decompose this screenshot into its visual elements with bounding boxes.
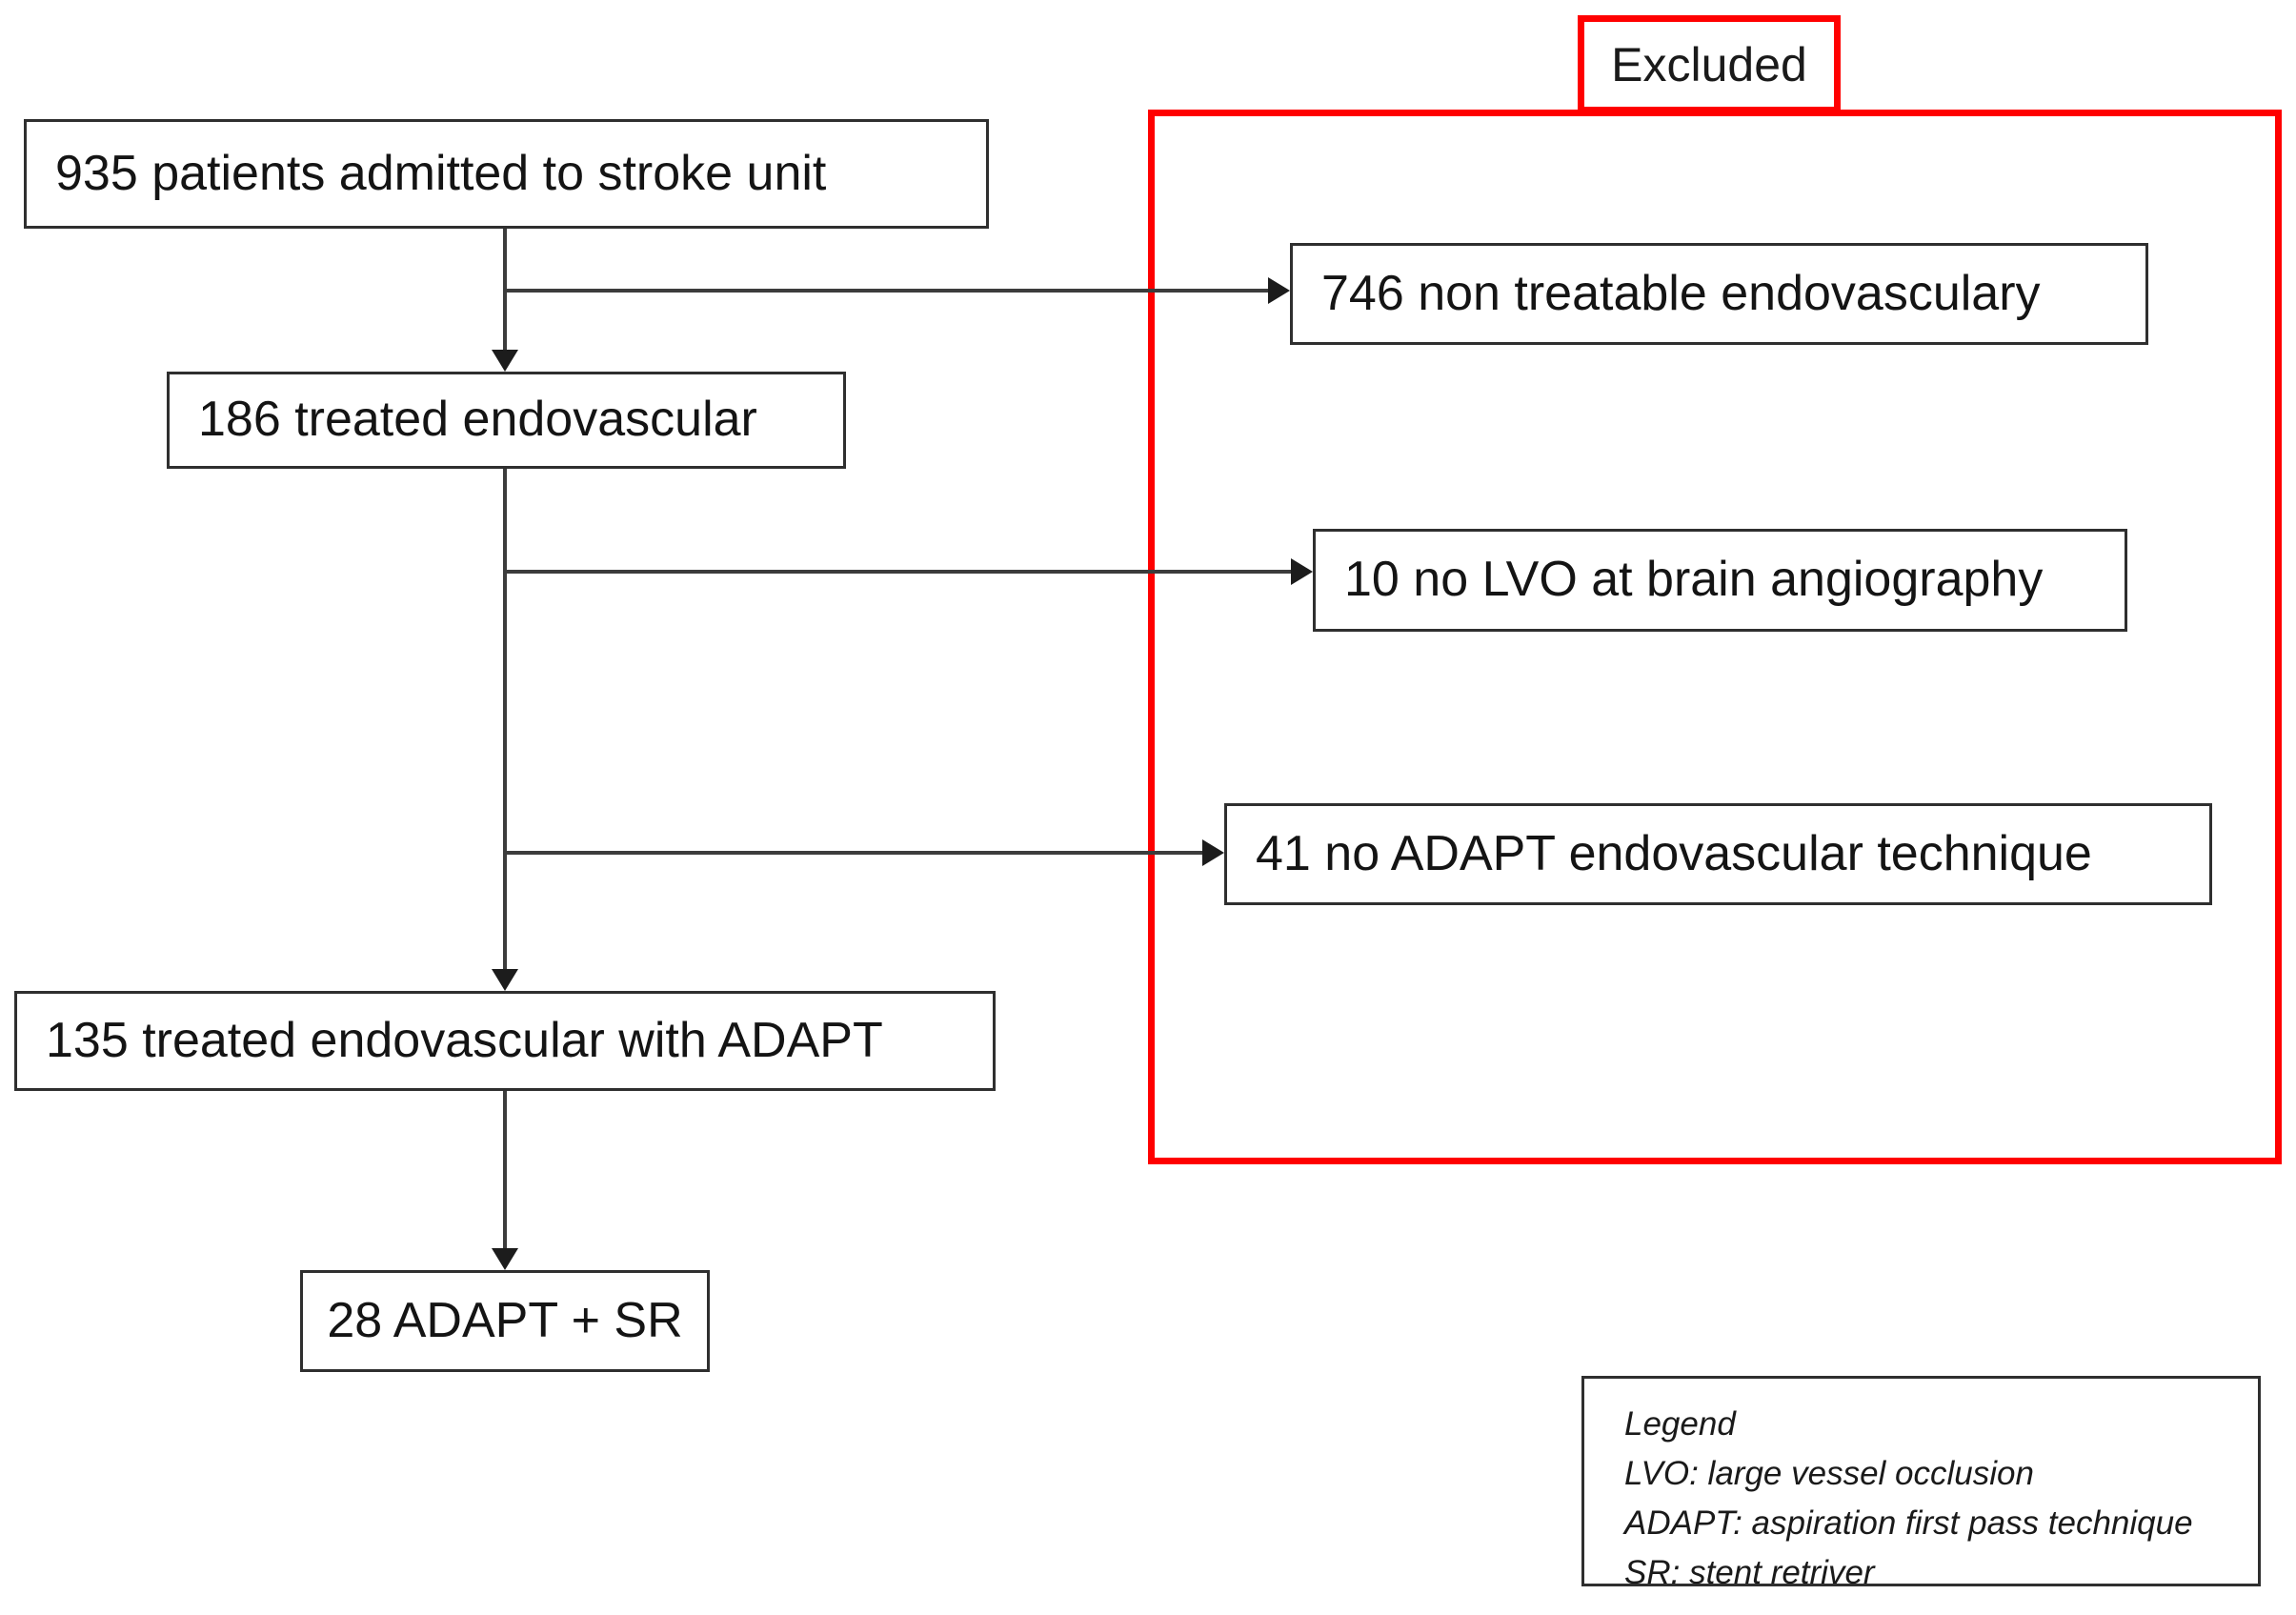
excluded-box-no-adapt-technique: 41 no ADAPT endovascular technique — [1224, 803, 2212, 905]
flow-box-adapt-plus-sr-label: 28 ADAPT + SR — [327, 1292, 683, 1348]
flow-box-treated-with-adapt-label: 135 treated endovascular with ADAPT — [46, 1012, 883, 1068]
excluded-group-outline — [1148, 110, 2282, 1164]
connector-to-no-adapt — [505, 851, 1203, 855]
excluded-box-no-lvo-label: 10 no LVO at brain angiography — [1344, 552, 2044, 608]
flow-box-admitted-label: 935 patients admitted to stroke unit — [55, 145, 827, 201]
arrowhead-right-no-lvo-icon — [1291, 558, 1313, 585]
excluded-box-no-lvo: 10 no LVO at brain angiography — [1313, 529, 2127, 632]
legend-entry-lvo: LVO: large vessel occlusion — [1624, 1455, 2034, 1492]
legend-box: Legend LVO: large vessel occlusion ADAPT… — [1581, 1376, 2261, 1591]
arrowhead-right-no-adapt-icon — [1202, 839, 1224, 866]
arrowhead-down-adapt-icon — [492, 969, 518, 991]
excluded-title-label: Excluded — [1611, 37, 1807, 91]
connector-to-no-lvo — [505, 570, 1292, 574]
connector-treated-to-adapt — [503, 469, 507, 972]
excluded-box-no-adapt-technique-label: 41 no ADAPT endovascular technique — [1256, 825, 2092, 881]
legend-title: Legend — [1624, 1405, 1736, 1443]
flow-box-admitted: 935 patients admitted to stroke unit — [24, 119, 989, 229]
arrowhead-down-treated-icon — [492, 350, 518, 372]
arrowhead-down-adapt-sr-icon — [492, 1248, 518, 1270]
flow-box-adapt-plus-sr: 28 ADAPT + SR — [300, 1270, 710, 1372]
legend-entry-sr: SR: stent retriver — [1624, 1554, 1875, 1591]
excluded-group-title: Excluded — [1578, 15, 1841, 113]
flow-box-treated-endovascular-label: 186 treated endovascular — [198, 392, 757, 448]
flow-box-treated-with-adapt: 135 treated endovascular with ADAPT — [14, 991, 996, 1091]
connector-to-non-treatable — [505, 289, 1269, 293]
flow-box-treated-endovascular: 186 treated endovascular — [167, 372, 846, 469]
arrowhead-right-non-treatable-icon — [1268, 277, 1290, 304]
excluded-box-non-treatable-label: 746 non treatable endovasculary — [1321, 265, 2041, 321]
excluded-box-non-treatable: 746 non treatable endovasculary — [1290, 243, 2148, 345]
connector-adapt-to-adapt-sr — [503, 1091, 507, 1249]
legend-entry-adapt: ADAPT: aspiration first pass technique — [1624, 1504, 2193, 1542]
